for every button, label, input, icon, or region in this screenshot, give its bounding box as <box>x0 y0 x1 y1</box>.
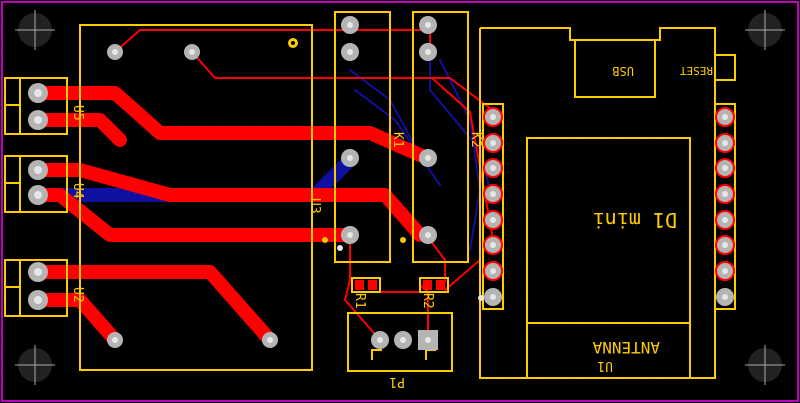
pads <box>28 16 735 350</box>
label-usb: USB <box>612 64 634 78</box>
label-antenna: ANTENNA <box>592 338 660 357</box>
component-labels: U5 U4 U2 U3 K1 K2 R1 R2 P1 U1 D1 mini US… <box>70 64 713 389</box>
mounting-hole-icon <box>15 345 55 385</box>
mounting-hole-icon <box>745 345 785 385</box>
label-u1: U1 <box>597 358 613 373</box>
label-r2: R2 <box>420 293 435 309</box>
label-r1: R1 <box>352 293 367 309</box>
silkscreen-layer <box>4 11 736 379</box>
label-u2: U2 <box>70 287 85 303</box>
top-copper-layer <box>31 29 496 347</box>
mounting-hole-icon <box>745 10 785 50</box>
label-module-name: D1 mini <box>593 208 677 232</box>
label-p1: P1 <box>389 374 405 389</box>
label-k2: K2 <box>468 132 483 148</box>
label-k1: K1 <box>390 132 405 148</box>
label-u3: U3 <box>307 198 322 214</box>
label-u5: U5 <box>70 105 85 121</box>
label-reset: RESET <box>680 64 713 77</box>
mounting-hole-icon <box>15 10 55 50</box>
mounting-holes <box>15 10 785 385</box>
label-u4: U4 <box>70 183 85 199</box>
